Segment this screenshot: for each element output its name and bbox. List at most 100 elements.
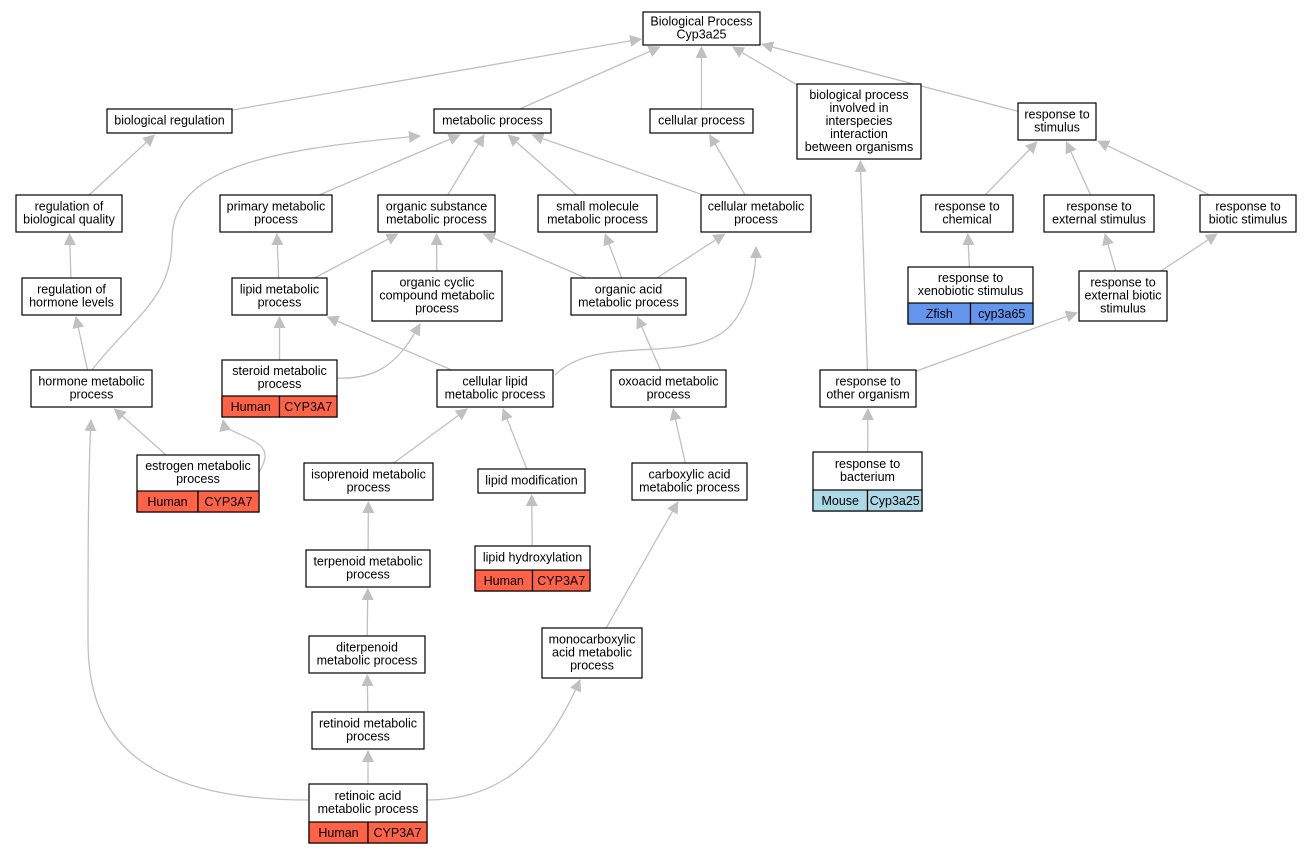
edge-isopr-to-celllip xyxy=(393,408,468,464)
edge-other-to-inter xyxy=(854,160,869,371)
gene-label: cyp3a65 xyxy=(978,307,1025,321)
node-box xyxy=(371,270,503,322)
node-box xyxy=(15,194,123,233)
node-box xyxy=(631,462,748,501)
edge-diterp-to-terp xyxy=(361,588,374,637)
edge-xeno-to-respchem xyxy=(962,233,975,268)
node-box xyxy=(1043,194,1155,233)
node-label-line: oxoacid metabolic xyxy=(618,375,718,389)
node-label-line: stimulus xyxy=(1034,121,1080,135)
node-label-line: estrogen metabolic xyxy=(145,459,251,473)
edge-retinoid-to-diterp xyxy=(361,674,374,713)
node-label-line: process xyxy=(570,659,614,673)
node-label-line: steroid metabolic xyxy=(232,364,327,378)
node-box xyxy=(1078,270,1168,322)
edge-monocarb-to-carbox xyxy=(605,501,679,629)
node-meta[interactable]: metabolic process xyxy=(433,108,552,134)
node-label-line: lipid hydroxylation xyxy=(483,551,582,565)
node-box xyxy=(819,369,917,408)
gene-cell xyxy=(197,490,260,513)
node-label-line: retinoic acid xyxy=(335,789,402,803)
node-label-line: metabolic process xyxy=(639,481,740,495)
node-label-line: terpenoid metabolic xyxy=(313,555,422,569)
node-box xyxy=(303,462,434,501)
node-label-line: response to xyxy=(1024,108,1089,122)
node-label-line: bacterium xyxy=(840,470,895,484)
node-label-line: Cyp3a25 xyxy=(676,28,726,42)
node-label-line: metabolic process xyxy=(445,388,546,402)
node-label-line: process xyxy=(254,213,298,227)
species-label: Human xyxy=(318,826,358,840)
node-label-line: process xyxy=(346,568,390,582)
node-box xyxy=(570,277,687,316)
node-breg[interactable]: biological regulation xyxy=(106,108,233,134)
node-box xyxy=(796,83,922,160)
node-lipmod[interactable]: lipid modification xyxy=(477,468,586,494)
node-box xyxy=(308,635,426,674)
node-label-line: acid metabolic xyxy=(552,646,632,660)
node-label-line: interspecies xyxy=(826,114,893,128)
node-label-line: organic cyclic xyxy=(399,276,474,290)
edge-breg-to-root xyxy=(231,34,642,111)
node-label-line: involved in xyxy=(829,101,888,115)
node-label-line: cellular process xyxy=(658,114,745,128)
node-label-line: lipid metabolic xyxy=(240,283,319,297)
node-label-line: biological process xyxy=(809,88,908,102)
species-label: Human xyxy=(147,495,187,509)
node-box xyxy=(700,194,812,233)
node-cell[interactable]: cellular process xyxy=(649,108,754,134)
node-box xyxy=(1017,102,1097,141)
node-label-line: process xyxy=(647,388,691,402)
gene-cell xyxy=(367,821,428,844)
edge-hormone-to-reghorm xyxy=(72,316,89,371)
edge-regbq-to-breg xyxy=(88,134,156,196)
edge-extbio-to-respbio xyxy=(1160,233,1218,272)
node-label-line: primary metabolic xyxy=(227,200,326,214)
node-box xyxy=(477,468,586,494)
gene-label: CYP3A7 xyxy=(537,574,585,588)
node-box xyxy=(311,711,425,750)
node-label-line: biotic stimulus xyxy=(1209,213,1288,227)
gene-label: CYP3A7 xyxy=(284,400,332,414)
gene-label: CYP3A7 xyxy=(205,495,253,509)
node-label-line: organic substance xyxy=(386,200,488,214)
node-label-line: stimulus xyxy=(1100,302,1146,316)
node-label-line: xenobiotic stimulus xyxy=(918,284,1024,298)
node-label-line: compound metabolic xyxy=(379,289,494,303)
edge-retacid-to-monocarb xyxy=(426,679,582,801)
